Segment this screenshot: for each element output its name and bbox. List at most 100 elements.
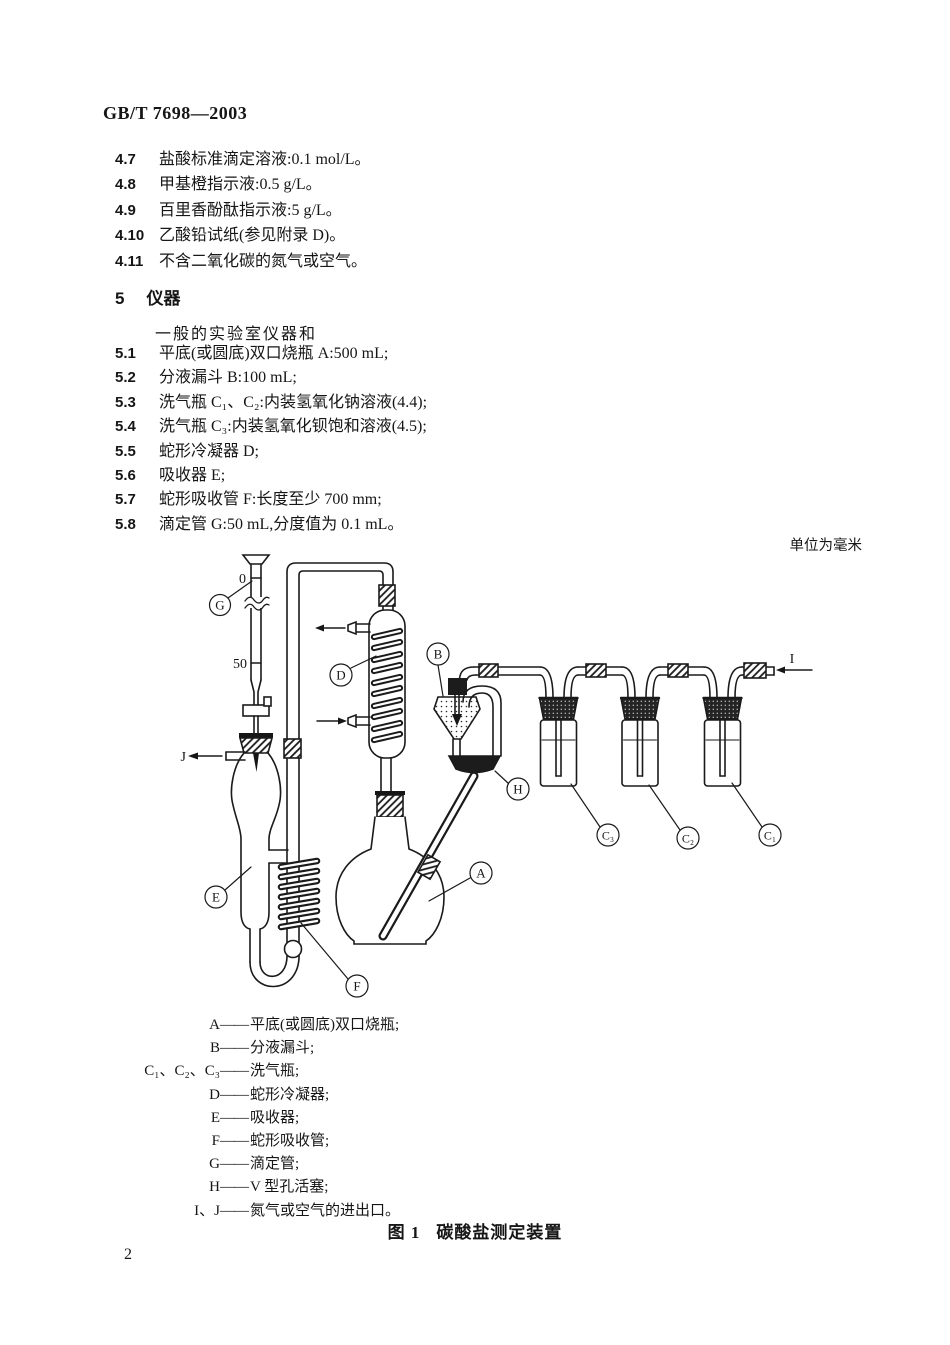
item-text: 吸收器 E; [159,467,226,485]
page-number: 2 [124,1246,132,1263]
legend-key: D [209,1086,220,1103]
legend-dash: —— [220,1086,249,1103]
label-c1: C₁ [764,829,776,843]
item-text: 百里香酚酞指示液:5 g/L。 [159,201,342,219]
item-text: 乙酸铅试纸(参见附录 D)。 [159,227,346,245]
list-item: 4.11 不含二氧化碳的氮气或空气。 [115,249,371,274]
serpentine-tube [277,857,321,959]
item-number: 4.8 [115,176,136,194]
legend-text: 氮气或空气的进出口。 [250,1202,401,1219]
label-j: J [181,750,187,765]
item-text: 蛇形吸收管 F:长度至少 700 mm; [159,491,382,509]
arrow-left-icon [188,752,198,760]
item-text: 洗气瓶 C₃:内装氢氧化钡饱和溶液(4.5); [159,418,427,436]
item-number: 5.2 [115,369,136,387]
item-text: 平底(或圆底)双口烧瓶 A:500 mL; [159,345,389,362]
legend-row: C₁、C₂、C₃——洗气瓶; [130,1060,400,1083]
gas-washing-bottle-c2 [577,663,661,787]
item-text: 甲基橙指示液:0.5 g/L。 [159,176,322,194]
legend-dash: —— [220,1017,249,1033]
item-text: 蛇形冷凝器 D; [159,442,260,460]
connecting-tube [283,562,394,954]
item-number: 4.11 [115,252,144,270]
list-item: 4.9 百里香酚酞指示液:5 g/L。 [115,198,371,223]
section-number: 5 [115,289,125,308]
legend-dash: —— [220,1040,249,1057]
legend-text: 滴定管; [250,1156,300,1173]
item-text: 滴定管 G:50 mL,分度值为 0.1 mL。 [159,515,404,533]
figure-title: 碳酸盐测定装置 [436,1223,563,1242]
list-item: 5.2 分液漏斗 B:100 mL; [115,366,427,390]
label-c3: C₃ [602,829,614,843]
legend-dash: —— [220,1063,249,1080]
item-text: 分液漏斗 B:100 mL; [159,369,297,387]
list-item: 5.8 滴定管 G:50 mL,分度值为 0.1 mL。 [115,513,427,537]
label-f: F [353,979,360,994]
legend-key: I、J [194,1202,220,1219]
list-item: 4.7 盐酸标准滴定溶液:0.1 mol/L。 [115,147,371,172]
legend-text: 平底(或圆底)双口烧瓶; [250,1017,400,1033]
item-number: 5.8 [115,515,136,533]
legend-text: V 型孔活塞; [250,1179,329,1196]
inlet-i: I [776,652,813,674]
item-number: 5.3 [115,393,136,411]
separating-funnel [433,663,541,774]
coolant-out-arrow-icon [315,624,324,632]
legend-text: 蛇形吸收管; [250,1133,330,1150]
burette-scale-0: 0 [239,572,246,587]
outlet-j: J [181,750,223,765]
v-bore-stopcock[interactable] [447,755,502,774]
legend-row: B——分液漏斗; [130,1037,400,1060]
legend-row: D——蛇形冷凝器; [130,1084,400,1107]
section-5-heading: 5 仪器 [115,284,180,309]
label-a: A [476,866,486,881]
section-title: 仪器 [146,289,181,308]
section-5-intro: 一般的实验室仪器和 [155,326,318,343]
legend-key: A [209,1017,220,1033]
label-g: G [215,598,224,613]
legend-key: C₁、C₂、C₃ [144,1063,220,1080]
figure-legend: A——平底(或圆底)双口烧瓶; B——分液漏斗; C₁、C₂、C₃——洗气瓶; … [130,1014,400,1223]
label-h: H [513,782,522,797]
item-text: 盐酸标准滴定溶液:0.1 mol/L。 [159,151,371,168]
burette-scale-50: 50 [233,657,247,672]
legend-key: E [210,1109,220,1126]
item-number: 5.6 [115,467,136,485]
item-number: 5.5 [115,442,136,460]
gas-washing-bottle-c1 [659,662,775,787]
label-b: B [434,647,443,662]
legend-row: F——蛇形吸收管; [130,1130,400,1153]
arrow-left-icon [776,666,785,674]
list-item: 5.7 蛇形吸收管 F:长度至少 700 mm; [115,488,427,512]
list-item: 4.8 甲基橙指示液:0.5 g/L。 [115,172,371,197]
legend-key: B [209,1040,220,1057]
legend-text: 蛇形冷凝器; [250,1086,330,1103]
flask [335,791,445,945]
absorber-vessel [225,733,300,988]
label-i: I [790,652,795,667]
item-number: 4.7 [115,151,136,168]
legend-dash: —— [220,1133,249,1150]
list-item: 5.4 洗气瓶 C₃:内装氢氧化钡饱和溶液(4.5); [115,415,427,439]
burette-tip [253,753,259,772]
legend-dash: —— [220,1109,249,1126]
item-text: 不含二氧化碳的氮气或空气。 [159,252,368,270]
legend-text: 洗气瓶; [250,1063,300,1080]
stopcock[interactable] [242,704,270,717]
item-number: 5.4 [115,418,136,436]
part-labels [204,580,782,998]
legend-row: G——滴定管; [130,1153,400,1176]
legend-key: H [209,1179,220,1196]
legend-text: 分液漏斗; [250,1040,315,1057]
item-number: 4.9 [115,201,136,219]
section-4-items: 4.7 盐酸标准滴定溶液:0.1 mol/L。 4.8 甲基橙指示液:0.5 g/L… [115,147,371,274]
legend-row: I、J——氮气或空气的进出口。 [130,1200,400,1223]
label-c2: C₂ [682,832,694,846]
list-item: 5.5 蛇形冷凝器 D; [115,440,427,464]
legend-dash: —— [220,1179,249,1196]
item-number: 5.7 [115,491,136,509]
list-item: 5.6 吸收器 E; [115,464,427,488]
